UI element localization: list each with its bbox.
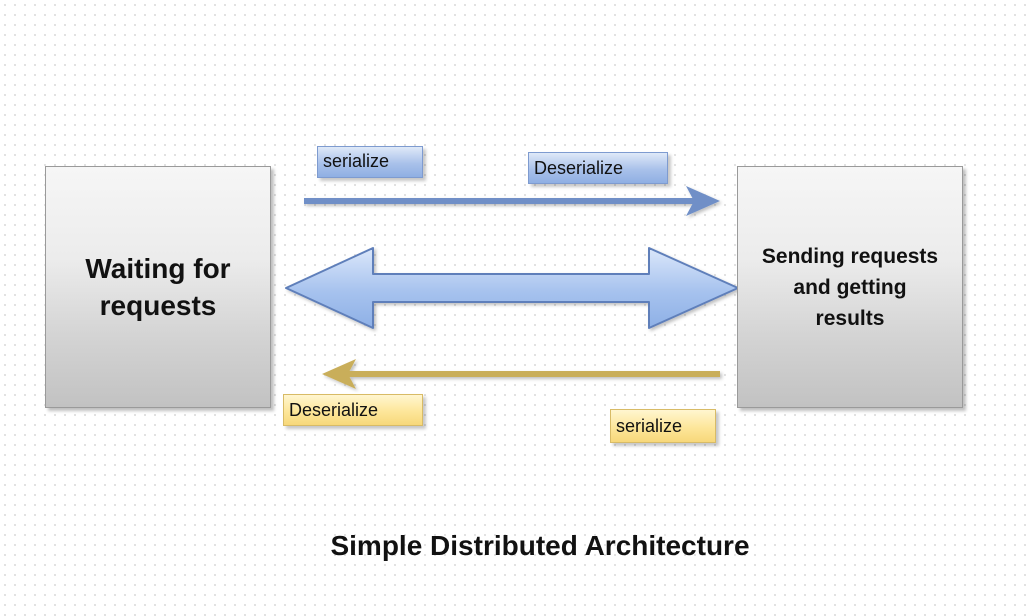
client-node-label: Sending requests and getting results: [761, 244, 939, 330]
request-arrow: [304, 186, 720, 216]
diagram-title: Simple Distributed Architecture: [330, 530, 750, 561]
response-arrow: [322, 359, 720, 389]
bidirectional-arrow: [285, 247, 739, 329]
serialize-label-bottom: serialize: [610, 409, 716, 443]
server-node: Waiting for requests: [45, 166, 271, 408]
client-node: Sending requests and getting results: [737, 166, 963, 408]
deserialize-label-bottom: Deserialize: [283, 394, 423, 426]
serialize-label-top: serialize: [317, 146, 423, 178]
deserialize-label-top: Deserialize: [528, 152, 668, 184]
server-node-label: Waiting for requests: [85, 253, 231, 321]
